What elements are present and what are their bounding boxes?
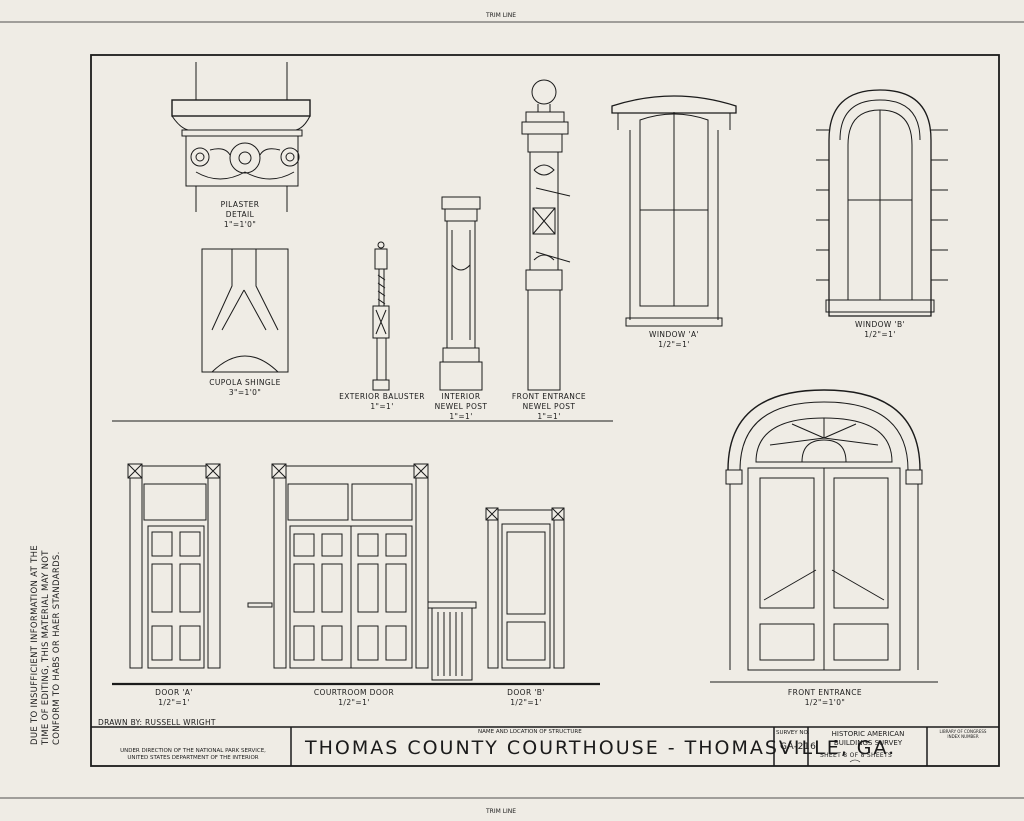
front-newel-drawing	[521, 79, 571, 391]
door-a-label: DOOR 'A' 1/2"=1'	[155, 688, 193, 707]
library-note: LIBRARY OF CONGRESS INDEX NUMBER	[939, 729, 987, 739]
courtroom-door-label: COURTROOM DOOR 1/2"=1'	[313, 688, 395, 707]
exterior-baluster-label: EXTERIOR BALUSTER 1"=1'	[339, 392, 425, 411]
trim-line-bottom: TRIM LINE	[486, 808, 517, 815]
survey-no-label: SURVEY NO.	[776, 730, 810, 736]
window-a-drawing	[611, 95, 737, 327]
window-b-label: WINDOW 'B' 1/2"=1'	[855, 320, 905, 339]
pilaster-label: PILASTER DETAIL 1"=1'0"	[220, 200, 260, 229]
front-entrance-drawing	[710, 389, 938, 683]
interior-newel-label: INTERIOR NEWEL POST 1"=1'	[434, 392, 488, 421]
sheet-of: SHEET 8 OF 8 SHEETS	[820, 752, 893, 759]
agency: HISTORIC AMERICAN BUILDINGS SURVEY	[831, 730, 905, 747]
cupola-shingle-drawing	[201, 248, 289, 373]
window-a-label: WINDOW 'A' 1/2"=1'	[649, 330, 699, 349]
drawn-by: DRAWN BY: RUSSELL WRIGHT	[98, 718, 216, 727]
front-newel-label: FRONT ENTRANCE NEWEL POST 1"=1'	[511, 392, 587, 421]
pilaster-detail-drawing	[171, 62, 311, 212]
door-a-drawing	[127, 463, 221, 669]
window-b-drawing	[816, 89, 948, 317]
direction-note: UNDER DIRECTION OF THE NATIONAL PARK SER…	[120, 748, 266, 761]
courtroom-door-drawing	[247, 463, 477, 681]
interior-newel-drawing	[439, 196, 483, 391]
door-b-drawing	[485, 507, 565, 669]
trim-line-top: TRIM LINE	[486, 12, 517, 19]
front-entrance-label: FRONT ENTRANCE 1/2"=1'0"	[787, 688, 863, 707]
door-b-label: DOOR 'B' 1/2"=1'	[507, 688, 545, 707]
survey-no: GA-216	[780, 742, 817, 752]
cupola-shingle-label: CUPOLA SHINGLE 3"=1'0"	[209, 378, 281, 397]
structure-title: THOMAS COUNTY COURTHOUSE - THOMASVILLE, …	[305, 737, 897, 759]
name-location-label: NAME AND LOCATION OF STRUCTURE	[478, 729, 582, 735]
exterior-baluster-drawing	[372, 241, 390, 391]
